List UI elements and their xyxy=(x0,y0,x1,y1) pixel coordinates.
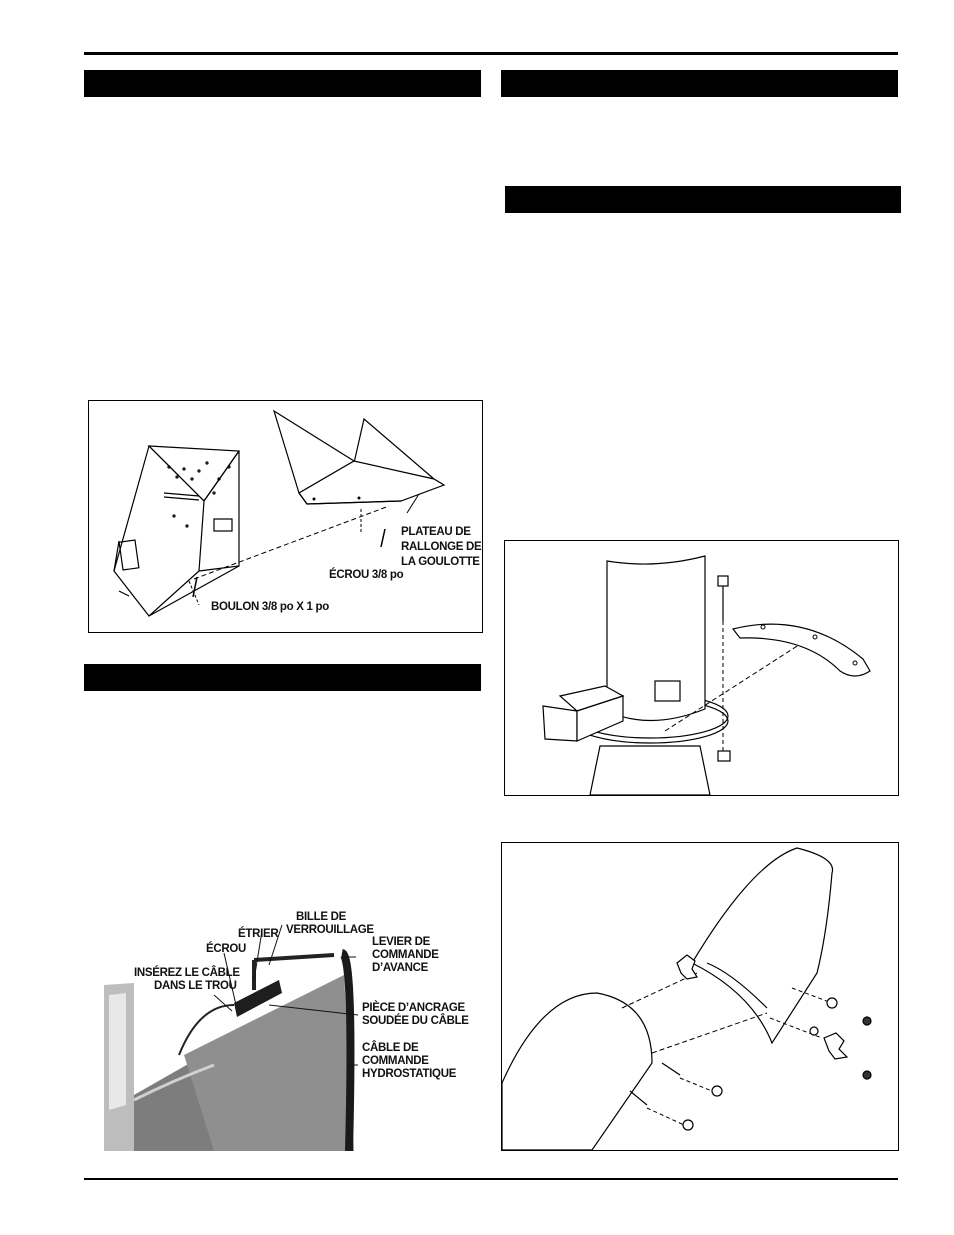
figure-chute-extension: PLATEAU DE RALLONGE DE LA GOULOTTE ÉCROU… xyxy=(88,400,483,633)
chute-ring-drawing xyxy=(542,555,871,795)
label-tray-3: LA GOULOTTE xyxy=(401,556,480,568)
section-header-bar-left-2 xyxy=(84,664,481,691)
figure-chute-ring xyxy=(504,540,899,796)
label-lever-3: D’AVANCE xyxy=(372,962,429,974)
label-lever-1: LEVIER DE xyxy=(372,936,431,948)
section-header-bar-right-2 xyxy=(505,186,901,213)
label-lever-2: COMMANDE xyxy=(372,949,439,961)
label-bolt: BOULON 3/8 po X 1 po xyxy=(211,601,329,613)
section-header-bar-right-1 xyxy=(501,70,898,97)
deflector-drawing xyxy=(502,847,872,1150)
bottom-rule xyxy=(84,1178,898,1180)
hydrostatic-cable-photo: BILLE DE VERROUILLAGE ÉTRIER ÉCROU INSÉR… xyxy=(104,911,482,1151)
figure-hydrostatic-cable: BILLE DE VERROUILLAGE ÉTRIER ÉCROU INSÉR… xyxy=(104,905,482,1151)
label-insert-1: INSÉREZ LE CÂBLE xyxy=(134,966,240,979)
section-header-bar-left-1 xyxy=(84,70,481,97)
label-anchor-2: SOUDÉE DU CÂBLE xyxy=(362,1014,469,1027)
label-hydro-2: COMMANDE xyxy=(362,1055,429,1067)
label-insert-2: DANS LE TROU xyxy=(154,980,237,992)
top-rule xyxy=(84,52,898,55)
label-tray-2: RALLONGE DE xyxy=(401,541,482,553)
figure-deflector xyxy=(501,842,899,1151)
label-nut-cable: ÉCROU xyxy=(206,942,246,955)
label-ball-1: BILLE DE xyxy=(296,911,347,923)
label-anchor-1: PIÈCE D’ANCRAGE xyxy=(362,1001,465,1014)
label-hydro-1: CÂBLE DE xyxy=(362,1041,419,1054)
label-ball-2: VERROUILLAGE xyxy=(286,924,374,936)
chute-extension-drawing: PLATEAU DE RALLONGE DE LA GOULOTTE ÉCROU… xyxy=(113,409,482,617)
label-stirrup: ÉTRIER xyxy=(238,927,279,940)
label-tray-1: PLATEAU DE xyxy=(401,526,471,538)
label-nut: ÉCROU 3/8 po xyxy=(329,568,404,581)
label-hydro-3: HYDROSTATIQUE xyxy=(362,1068,457,1080)
